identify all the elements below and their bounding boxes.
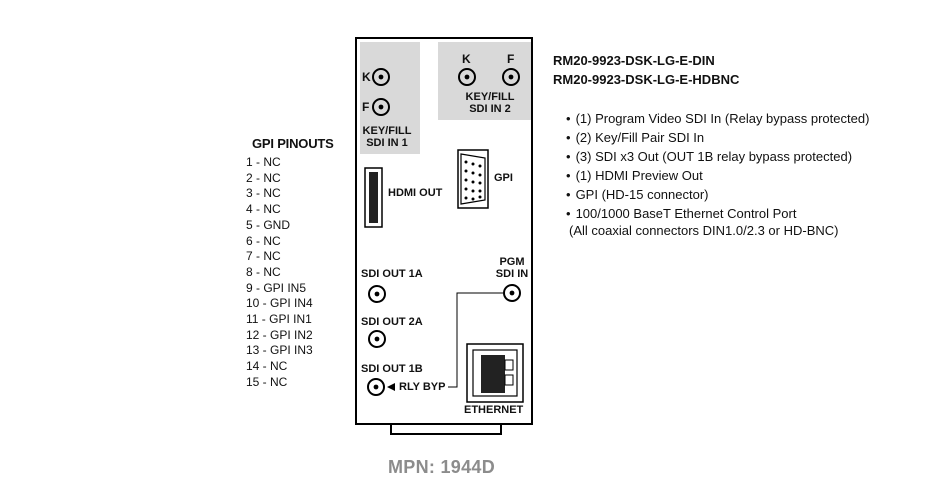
gpi-hd15-connector [457, 149, 489, 209]
fill2-connector [502, 68, 520, 86]
pgm-label-line1: PGM [499, 256, 525, 268]
sdi-out-2a-connector [368, 330, 386, 348]
ethernet-port [466, 343, 524, 403]
keyfill-sdi-in-2-area [438, 42, 531, 120]
gpi-pin: 1 - NC [246, 155, 281, 169]
feature-list: (1) Program Video SDI In (Relay bypass p… [566, 109, 870, 223]
pgm-label-line2: SDI IN [495, 268, 529, 280]
key2-connector [458, 68, 476, 86]
gpi-pin: 5 - GND [246, 217, 291, 232]
gpi-pin: 15 - NC [246, 374, 288, 389]
gpi-pin: 4 - NC [246, 202, 281, 217]
keyfill2-label-line2: SDI IN 2 [469, 103, 511, 115]
gpi-pin: 7 - NC [246, 249, 281, 264]
gpi-pin: 11 - GPI IN1 [246, 312, 312, 327]
key2-label: K [462, 52, 471, 66]
sdi-out-1a-connector [368, 285, 386, 303]
fill1-connector [372, 98, 390, 116]
sdi-out-2a-label: SDI OUT 2A [361, 316, 423, 328]
feature-item: GPI (HD-15 connector) [566, 185, 869, 204]
gpi-pin: 8 - NC [246, 264, 281, 279]
gpi-pin: 3 - NC [246, 186, 281, 201]
mpn-label: MPN: 1944D [388, 457, 496, 477]
sdi-out-1b-connector [367, 378, 385, 396]
ethernet-label: ETHERNET [464, 404, 524, 416]
key1-label: K [362, 70, 371, 84]
gpi-pin: 9 - GPI IN5 [246, 280, 307, 295]
sdi-out-1b-label: SDI OUT 1B [361, 363, 423, 375]
keyfill2-label-line1: KEY/FILL [465, 91, 515, 103]
connector-note: (All coaxial connectors DIN1.0/2.3 or HD… [569, 223, 839, 238]
gpi-pin: 2 - NC [246, 170, 281, 185]
keyfill1-label-line1: KEY/FILL [362, 125, 412, 137]
gpi-pin: 10 - GPI IN4 [246, 296, 313, 311]
sdi-out-1a-label: SDI OUT 1A [361, 268, 423, 280]
feature-item: (3) SDI x3 Out (OUT 1B relay bypass prot… [566, 147, 869, 166]
fill2-label: F [507, 52, 515, 66]
keyfill-sdi-in-1-area [360, 42, 420, 154]
gpi-pin: 13 - GPI IN3 [246, 343, 313, 358]
model-number-din: RM20-9923-DSK-LG-E-DIN [553, 53, 715, 68]
key1-connector [372, 68, 390, 86]
gpi-pin-list: 1 - NC 2 - NC 3 - NC 4 - NC 5 - GND 6 - … [246, 155, 313, 391]
hdmi-port [364, 167, 383, 228]
fill1-label: F [362, 100, 370, 114]
panel-handle [390, 423, 502, 435]
model-number-hdbnc: RM20-9923-DSK-LG-E-HDBNC [553, 72, 740, 87]
hdmi-out-label: HDMI OUT [388, 187, 443, 199]
relay-bypass-line [387, 292, 503, 391]
pgm-sdi-in-connector [503, 284, 521, 302]
gpi-label: GPI [494, 172, 513, 184]
feature-item: (1) Program Video SDI In (Relay bypass p… [566, 109, 870, 128]
gpi-pinouts-title: GPI PINOUTS [252, 136, 334, 151]
relay-bypass-label: RLY BYP [399, 381, 446, 393]
feature-item: (2) Key/Fill Pair SDI In [566, 128, 869, 147]
feature-item: (1) HDMI Preview Out [566, 166, 869, 185]
feature-item: 100/1000 BaseT Ethernet Control Port [566, 204, 869, 223]
gpi-pin: 12 - GPI IN2 [246, 327, 313, 342]
gpi-pin: 6 - NC [246, 233, 281, 248]
gpi-pin: 14 - NC [246, 359, 288, 374]
keyfill1-label-line2: SDI IN 1 [366, 137, 408, 149]
